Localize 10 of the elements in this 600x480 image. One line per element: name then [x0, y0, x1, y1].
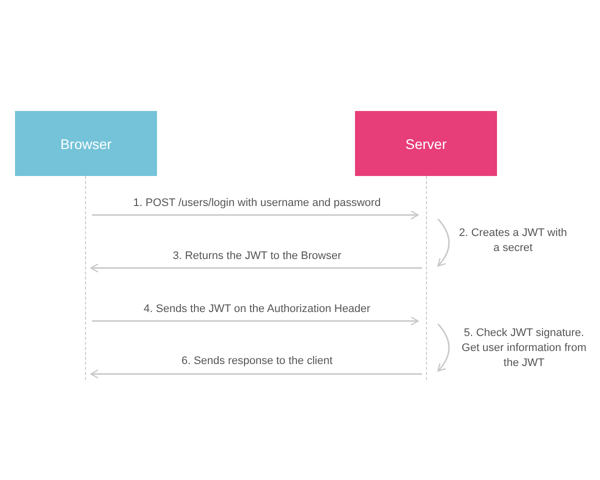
message-arrow — [90, 369, 422, 379]
participant-box: Browser — [15, 111, 157, 176]
message-arrow — [92, 210, 419, 220]
lifeline — [426, 176, 427, 380]
self-arrow — [437, 324, 450, 372]
self-arrow — [437, 218, 450, 267]
participant-box: Server — [355, 111, 497, 176]
lifeline — [85, 176, 86, 380]
message-arrow — [90, 263, 422, 273]
message-arrow — [92, 316, 419, 326]
